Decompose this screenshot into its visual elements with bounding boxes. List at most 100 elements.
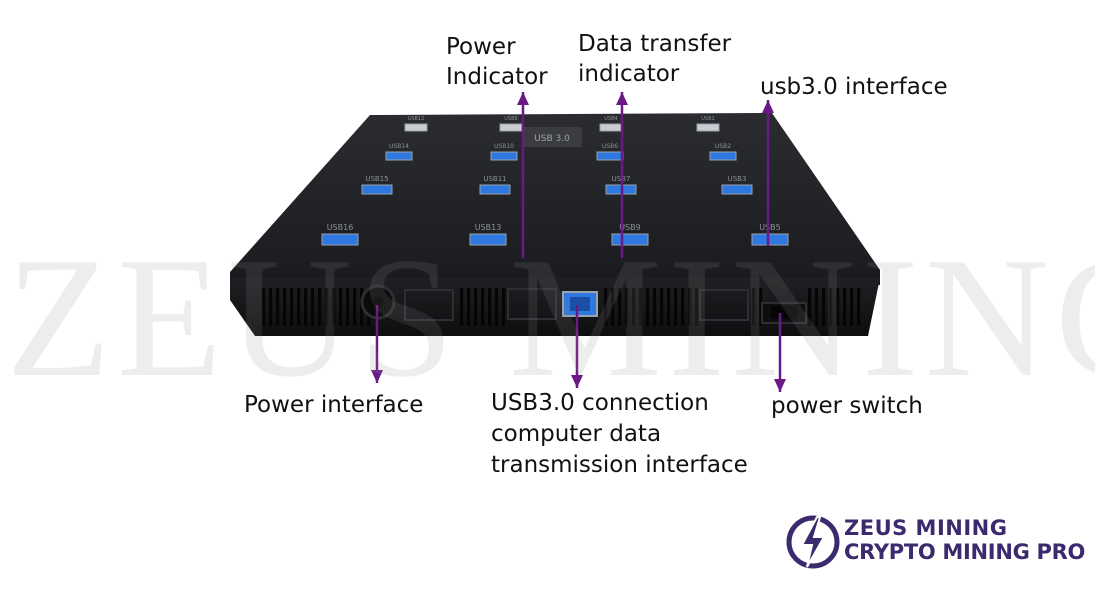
vent-slot [759, 288, 763, 326]
usb-a-port [611, 233, 649, 246]
usb-a-port [721, 184, 753, 195]
device-model-label [522, 127, 582, 147]
usb-b-port-inner [570, 297, 590, 311]
vent-slot [667, 288, 671, 326]
label-line: Indicator [446, 64, 548, 90]
vent-slot [276, 288, 280, 326]
arrow-usb30-interface [762, 100, 774, 246]
usb-port-label: USB5 [759, 223, 781, 232]
usb-port-label: USB16 [327, 223, 354, 232]
usb-port-label: USB1 [701, 116, 714, 122]
arrow-power-switch [774, 313, 786, 392]
label-line: transmission interface [491, 452, 748, 478]
vent-slot [339, 288, 343, 326]
vent-slot [297, 288, 301, 326]
vent-slot [829, 288, 833, 326]
vent-slot [646, 288, 650, 326]
vent-slot [815, 288, 819, 326]
usb-port-label: USB9 [619, 223, 641, 232]
vent-slot [353, 288, 357, 326]
usb-a-port [361, 184, 393, 195]
usb-port-label: USB4 [604, 116, 617, 122]
vent-slot [474, 288, 478, 326]
usb-port-label: USB3 [728, 175, 747, 183]
front-knockout [404, 289, 454, 321]
vent-slot [495, 288, 499, 326]
label-line: Data transfer [578, 31, 732, 57]
label-usb30-interface: usb3.0 interface [760, 74, 948, 100]
arrow-power-interface [371, 305, 383, 383]
usb-port-label: USB13 [475, 223, 502, 232]
vent-slot [695, 288, 699, 326]
usb-a-port [499, 123, 523, 132]
label-power-interface: Power interface [244, 392, 424, 418]
label-line: Power [446, 34, 516, 60]
vent-slot [604, 288, 608, 326]
vent-slot [332, 288, 336, 326]
vent-slot [752, 288, 756, 326]
vent-slot [283, 288, 287, 326]
label-line: indicator [578, 61, 680, 87]
vent-slot [808, 288, 812, 326]
usb-a-port [385, 151, 413, 161]
vent-slot [488, 288, 492, 326]
vent-slot [660, 288, 664, 326]
label-line: USB3.0 connection [491, 390, 709, 416]
vent-slot [262, 288, 266, 326]
usb-a-port [479, 184, 511, 195]
label-data-transfer-indicator: Data transfer indicator [578, 29, 731, 89]
vent-slot [304, 288, 308, 326]
usb-a-port [321, 233, 359, 246]
vent-slot [639, 288, 643, 326]
vent-slot [502, 288, 506, 326]
usb-a-port [599, 123, 623, 132]
vent-slot [618, 288, 622, 326]
usb-a-port [709, 151, 737, 161]
arrow-data-transfer [616, 92, 628, 258]
label-usb-connection: USB3.0 connection computer data transmis… [491, 388, 748, 481]
annotation-arrows [371, 92, 786, 392]
vent-slot [325, 288, 329, 326]
vent-slot [346, 288, 350, 326]
vent-slot [269, 288, 273, 326]
usb-port-label: USB6 [602, 143, 618, 150]
vent-slot [674, 288, 678, 326]
usb-a-port [469, 233, 507, 246]
label-power-switch: power switch [771, 393, 923, 419]
vent-slot [653, 288, 657, 326]
vent-slot [311, 288, 315, 326]
vent-slot [688, 288, 692, 326]
label-line: computer data [491, 421, 662, 447]
vent-slot [318, 288, 322, 326]
label-power-indicator: Power Indicator [446, 32, 548, 92]
vent-slot [467, 288, 471, 326]
vent-slot [850, 288, 854, 326]
usb-port-label: USB11 [483, 175, 506, 183]
power-jack-pin [373, 297, 383, 307]
vent-slot [843, 288, 847, 326]
brand-logo: ZEUS MINING CRYPTO MINING PRO [784, 507, 1085, 577]
vent-slot [611, 288, 615, 326]
vent-slot [290, 288, 294, 326]
usb-a-port [751, 233, 789, 246]
vent-slot [681, 288, 685, 326]
vent-slot [625, 288, 629, 326]
usb-port-label: USB14 [389, 143, 409, 150]
vent-slot [632, 288, 636, 326]
usb-port-label: USB10 [494, 143, 514, 150]
vent-slot [836, 288, 840, 326]
arrow-power-indicator [517, 92, 529, 258]
usb-a-port [596, 151, 624, 161]
usb-a-port [696, 123, 720, 132]
usb-a-port [490, 151, 518, 161]
arrow-usb-connection [571, 305, 583, 388]
usb-port-label: USB2 [715, 143, 731, 150]
vent-slot [857, 288, 861, 326]
vent-slot [481, 288, 485, 326]
usb-port-label: USB12 [408, 116, 425, 122]
usb-port-label: USB8 [504, 116, 517, 122]
lightning-bolt-icon [786, 515, 840, 569]
logo-title: ZEUS MINING [844, 516, 1008, 540]
